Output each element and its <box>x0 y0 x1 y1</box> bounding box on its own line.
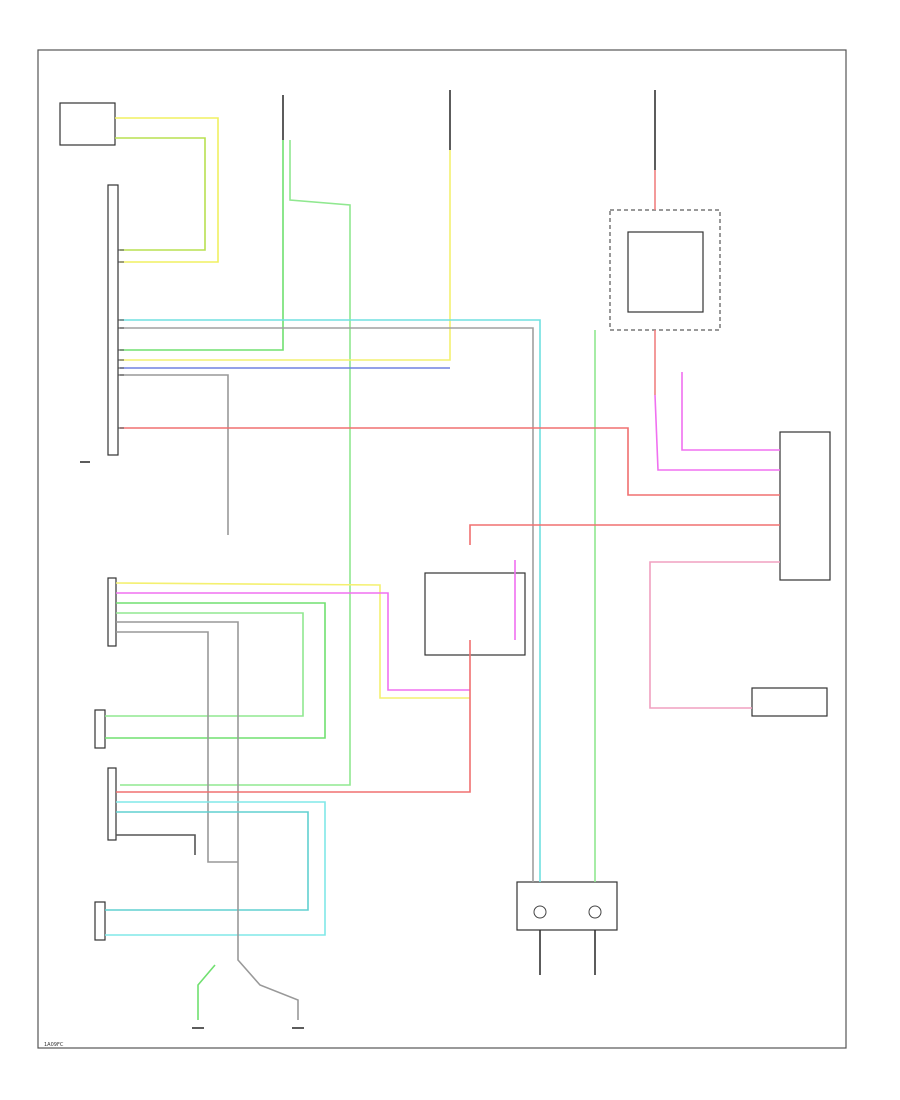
left-belt-connector <box>107 577 117 647</box>
wire-pink-1 <box>654 394 780 471</box>
wire-light-green-long <box>120 140 351 786</box>
right-seat-sensor-box <box>94 901 106 941</box>
left-seat-sensor-box <box>94 709 106 749</box>
right-belt-connector <box>107 767 117 841</box>
wire-gray-belt <box>116 621 239 870</box>
wire-gray-long <box>120 327 534 882</box>
wire-cyan-right-belt-1 <box>105 801 326 936</box>
restraint-module-connector <box>107 184 119 456</box>
wire-gray-belt-2 <box>116 631 238 863</box>
connector-pin-ticks <box>118 249 124 429</box>
footer-code: 1A09FC <box>44 1042 64 1048</box>
indicator-module-box <box>424 572 526 656</box>
wire-pink-2 <box>681 372 780 451</box>
junction-block-outline <box>609 209 721 331</box>
clockspring-lamp-right <box>588 905 602 919</box>
wire-green-fuse <box>120 140 284 351</box>
wire-pink-occupant <box>649 561 780 709</box>
junction-relay-box <box>627 231 704 313</box>
wire-cyan-right-belt-2 <box>105 811 309 911</box>
wire-green-yellow-1 <box>115 137 206 251</box>
wire-gray-bottom <box>237 870 299 1020</box>
body-control-module-box <box>779 431 831 581</box>
wire-black-right-belt <box>116 834 196 855</box>
wire-yellow-belt <box>115 582 470 699</box>
diagram-border <box>37 49 847 1049</box>
wire-black-ground <box>120 374 229 535</box>
wire-pink-belt <box>116 592 470 691</box>
wire-red-right-belt <box>116 640 471 793</box>
wire-cyan <box>120 319 541 882</box>
wire-yellow-1 <box>115 117 219 263</box>
wire-green-bottom <box>197 964 216 1020</box>
clockspring-box <box>516 881 618 931</box>
wire-green-belt-2 <box>105 612 304 717</box>
wire-red-long <box>120 427 780 496</box>
passenger-sensor-box <box>59 102 116 146</box>
wire-green-belt-1 <box>105 602 326 739</box>
occupant-classification-box <box>751 687 828 717</box>
wire-yellow-fuse <box>120 150 451 361</box>
wire-red-indicator <box>469 524 780 545</box>
clockspring-lamp-left <box>533 905 547 919</box>
